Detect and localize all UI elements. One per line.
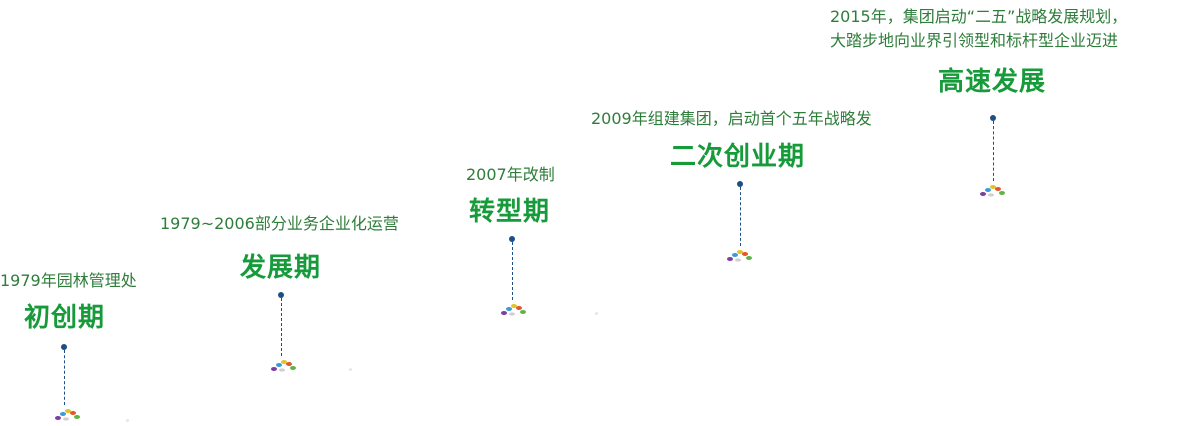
stage-3-emblem-icon — [501, 304, 526, 316]
stage-3-title: 转型期 — [469, 197, 551, 227]
stage-1-dashed-stem — [64, 350, 65, 405]
stage-1-emblem-icon — [55, 409, 80, 421]
stage-1-faint-mark — [126, 419, 129, 422]
stage-4-title: 二次创业期 — [670, 142, 806, 172]
stage-5-marker-dot — [990, 115, 996, 121]
stage-4-emblem-icon — [727, 250, 752, 262]
stage-2-description: 1979~2006部分业务企业化运营 — [160, 214, 399, 233]
stage-2-marker-dot — [278, 292, 284, 298]
stage-5-dashed-stem — [993, 121, 994, 181]
stage-2-emblem-icon — [271, 360, 296, 372]
stage-2-title: 发展期 — [240, 253, 322, 283]
stage-1-description: 1979年园林管理处 — [0, 271, 137, 290]
stage-5-description-line-1: 2015年，集团启动“二五”战略发展规划， — [830, 7, 1128, 26]
stage-4-marker-dot — [737, 181, 743, 187]
stage-3-marker-dot — [509, 236, 515, 242]
stage-1-marker-dot — [61, 344, 67, 350]
stage-4-dashed-stem — [740, 187, 741, 246]
stage-2-faint-mark — [349, 368, 352, 371]
stage-5-title: 高速发展 — [938, 67, 1047, 97]
stage-4-description: 2009年组建集团，启动首个五年战略发 — [591, 109, 872, 128]
stage-2-dashed-stem — [281, 298, 282, 356]
stage-1-title: 初创期 — [24, 303, 106, 333]
stage-3-faint-mark — [595, 312, 598, 315]
stage-5-description-line-2: 大踏步地向业界引领型和标杆型企业迈进 — [830, 31, 1119, 50]
stage-5-emblem-icon — [980, 185, 1005, 197]
stage-3-description: 2007年改制 — [466, 165, 555, 184]
stage-3-dashed-stem — [512, 242, 513, 300]
